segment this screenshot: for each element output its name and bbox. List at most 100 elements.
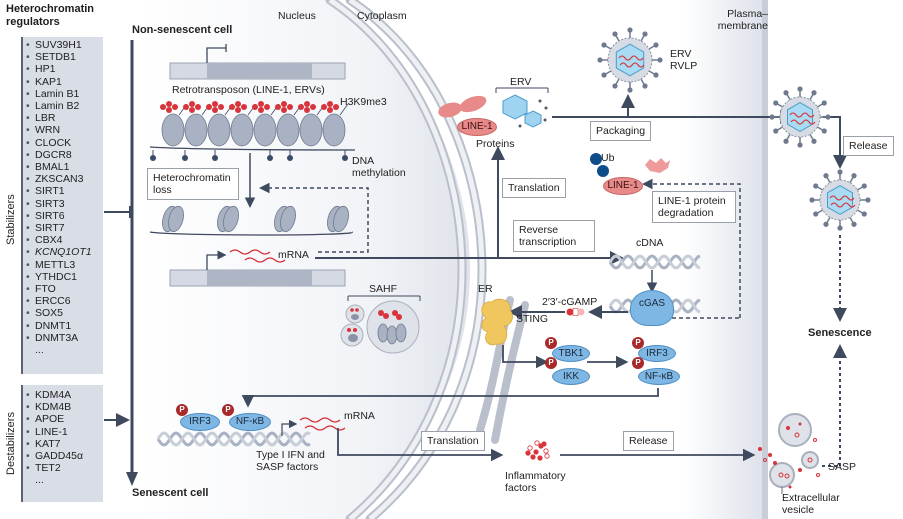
inflammatory-particle <box>543 448 549 454</box>
mrna-label-bottom: mRNA <box>344 410 375 422</box>
compact-chromatin <box>161 113 346 147</box>
virus-spike-head <box>653 42 659 48</box>
virus-spike-head <box>642 31 648 37</box>
sahf-label: SAHF <box>369 283 398 295</box>
h3k9me3-mark <box>333 104 339 110</box>
stabilizers-item: SUV39H1 <box>23 39 103 51</box>
release-arrow-top <box>823 116 847 169</box>
h3k9me3-mark <box>310 104 316 110</box>
reverse-transcription-box: Reverse transcription <box>513 220 595 252</box>
stabilizers-item: SIRT3 <box>23 198 103 210</box>
virus-spike-head <box>837 169 843 175</box>
virus-capsid <box>615 43 645 77</box>
stabilizers-item: METTL3 <box>23 259 103 271</box>
h3k9me3-mark <box>304 107 310 113</box>
release-box-top: Release <box>843 136 894 156</box>
stabilizers-item: SIRT1 <box>23 185 103 197</box>
stabilizers-item: LBR <box>23 112 103 124</box>
stabilizers-item: HP1 <box>23 63 103 75</box>
inflammatory-particle <box>541 441 547 447</box>
dna-methylation-marks <box>150 150 348 161</box>
h3k9me3-mark <box>212 107 218 113</box>
h3k9me3-mark <box>183 104 189 110</box>
destabilizers-item: LINE-1 <box>23 426 103 438</box>
destabilizers-item: KAT7 <box>23 438 103 450</box>
stabilizers-item: CBX4 <box>23 234 103 246</box>
released-virus <box>809 169 871 231</box>
nucleosome <box>161 113 185 147</box>
virus-spike-head <box>865 197 871 203</box>
open-chromatin <box>162 205 349 233</box>
nucleosome <box>223 205 239 233</box>
h3k9me3-mark <box>212 101 218 107</box>
h3k9me3-mark <box>304 101 310 107</box>
virus-rna <box>618 55 644 61</box>
stabilizers-item: SETDB1 <box>23 51 103 63</box>
virus-rna <box>790 119 816 125</box>
helix-strand <box>608 254 701 270</box>
state-arrowhead <box>126 472 138 486</box>
nuclear-translocation-arrow <box>241 388 659 408</box>
destabilizers-item: KDM4A <box>23 389 103 401</box>
retrotransposon-label: Retrotransposon (LINE-1, ERVs) <box>172 84 325 96</box>
methyl-mark <box>212 155 218 161</box>
nuclear-envelope-inner <box>328 0 465 519</box>
dna-strand-compact <box>149 146 356 151</box>
erv-rvlp-label: ERV RVLP <box>670 48 698 72</box>
protein-blob <box>459 95 487 113</box>
non-senescent-label: Non-senescent cell <box>132 24 233 36</box>
h3k9me3-mark <box>235 107 241 113</box>
translation-box-bottom: Translation <box>421 431 485 451</box>
retrotransposon-core-bottom <box>207 270 312 286</box>
virus-spike-head <box>653 72 659 78</box>
erv-capsids <box>502 94 548 128</box>
h3k9me3-mark <box>235 101 241 107</box>
h3k9me3-mark <box>327 107 333 113</box>
h3k9me3-mark <box>281 107 287 113</box>
virus-spike-head <box>601 42 607 48</box>
virus-spike-head <box>823 173 829 179</box>
stabilizers-item: ... <box>35 344 44 357</box>
h3k9me3-mark <box>264 104 270 110</box>
helix-strand <box>156 431 311 447</box>
sting-protein <box>481 298 513 346</box>
retrotransposon-core-top <box>207 63 312 79</box>
h3k9me3-mark <box>287 104 293 110</box>
protein-blob <box>438 102 462 118</box>
inflammatory-particle <box>534 440 540 446</box>
stabilizers-item: SIRT7 <box>23 222 103 234</box>
membrane-budding-virus <box>769 86 831 148</box>
nucleosome <box>333 205 349 233</box>
h3k9me3-mark <box>258 101 264 107</box>
h3k9me3-mark <box>166 107 172 113</box>
mrna-squiggle <box>299 417 341 423</box>
plasma-membrane-label: Plasma– membrane <box>717 8 768 32</box>
extracellular-vesicle-label: Extracellular vesicle <box>782 492 840 516</box>
h3k9me3-marks <box>160 101 349 116</box>
virus-spike-head <box>627 27 633 33</box>
destabilizers-item: ... <box>35 474 44 487</box>
release-box-bottom: Release <box>623 431 674 451</box>
active-promoter <box>206 250 227 270</box>
nfkb-nuclear: NF-κB <box>229 413 271 431</box>
virus-spike-head <box>811 90 817 96</box>
line1-protein: LINE-1 <box>457 118 497 136</box>
nucleosome <box>207 113 231 147</box>
virus-spike-head <box>773 100 779 106</box>
cdna-label: cDNA <box>636 237 664 249</box>
destabilizers-item: KDM4B <box>23 401 103 413</box>
stabilizers-item: YTHDC1 <box>23 271 103 283</box>
type1-ifn-label: Type I IFN and SASP factors <box>256 449 325 473</box>
sting-label: STING <box>516 313 549 325</box>
h3k9me3-mark <box>160 104 166 110</box>
dna-methylation-label: DNA methylation <box>352 155 406 179</box>
mrna-feedback-dashed <box>259 182 369 253</box>
repressed-promoter <box>206 47 226 63</box>
h3k9me3-mark <box>229 104 235 110</box>
stabilizers-item: DGCR8 <box>23 149 103 161</box>
virus-spike-head <box>825 114 831 120</box>
ub-label: Ub <box>601 152 615 164</box>
ubiquitin-2 <box>597 165 609 177</box>
virus-rna <box>619 62 645 68</box>
translation-box-top: Translation <box>502 178 566 198</box>
